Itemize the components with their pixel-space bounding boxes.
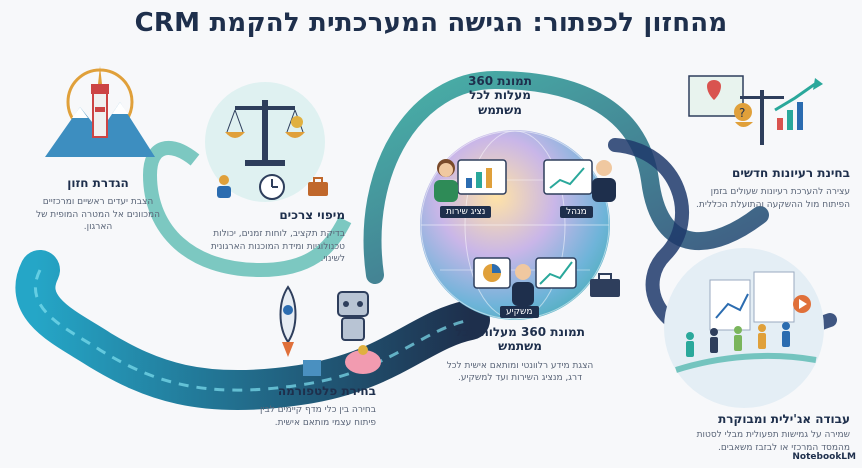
vision-desc: הצבת יעדים ראשיים ומרכזיים המכוונים אל ה… [35, 197, 161, 232]
chip-investor: משקיע [500, 306, 539, 318]
vision-section: הגדרת חזון הצבת יעדים ראשיים ומרכזיים המ… [28, 176, 168, 233]
team-walking-icon [675, 271, 817, 373]
needs-section: מיפוי צרכים בדיקת תקציב, לוחות זמנים, יכ… [205, 208, 345, 265]
rocket-robot-piggy-icon [279, 285, 381, 376]
vision-heading: הגדרת חזון [67, 176, 129, 190]
lighthouse-mountain-icon [45, 66, 155, 157]
needs-desc: בדיקת תקציב, לוחות זמנים, יכולות טכנולוג… [210, 229, 345, 264]
svg-text:?: ? [739, 106, 745, 120]
center-top-section: תמונת 360 מעלות לכל משתמש [455, 74, 545, 117]
notebooklm-watermark: NotebookLM [792, 452, 856, 462]
balance-scale-icon [225, 100, 305, 166]
center-bottom-section: תמונת 360 מעלות לכל משתמש הצגת מידע רלוו… [445, 325, 595, 384]
person-clock-briefcase-icons [217, 174, 328, 200]
chip-service-rep: נציג שירות [440, 206, 492, 218]
needs-heading: מיפוי צרכים [279, 208, 345, 222]
platform-heading: בחירת פלטפורמה [277, 384, 376, 398]
manager-card-icon [543, 159, 616, 202]
agile-desc: שמירה על גמישות תפעולית מבלי לסטות מהמסד… [696, 430, 850, 453]
chip-manager: מנהל [560, 206, 593, 218]
agile-section: עבודה אג'ילית ומבוקרת שמירה על גמישות תפ… [675, 412, 850, 454]
platform-section: בחירת פלטפורמה בחירה בין כלי מדף קיימים … [246, 384, 376, 429]
platform-desc: בחירה בין כלי מדף קיימים לבין פיתוח עצמי… [260, 405, 376, 428]
new-ideas-heading: בחינת רעיונות חדשים [732, 166, 850, 180]
center-bottom-desc: הצגת מידע רלוונטי ומותאם אישית לכל דרג, … [446, 360, 594, 383]
agile-heading: עבודה אג'ילית ומבוקרת [718, 412, 850, 426]
center-top-heading: תמונת 360 מעלות לכל משתמש [468, 74, 532, 117]
new-ideas-desc: עצירה להערכת רעיונות שעולים בזמן הפיתוח … [696, 187, 850, 210]
map-scale-chart-icon: ? [688, 75, 823, 145]
service-rep-card-icon [434, 159, 507, 202]
center-bottom-heading: תמונת 360 מעלות לכל משתמש [455, 325, 585, 354]
page-title: מהחזון לכפתור: הגישה המערכתית להקמת CRM [134, 8, 728, 38]
briefcase-icon [590, 273, 620, 297]
investor-card-icon [473, 257, 577, 306]
new-ideas-section: בחינת רעיונות חדשים עצירה להערכת רעיונות… [690, 166, 850, 211]
